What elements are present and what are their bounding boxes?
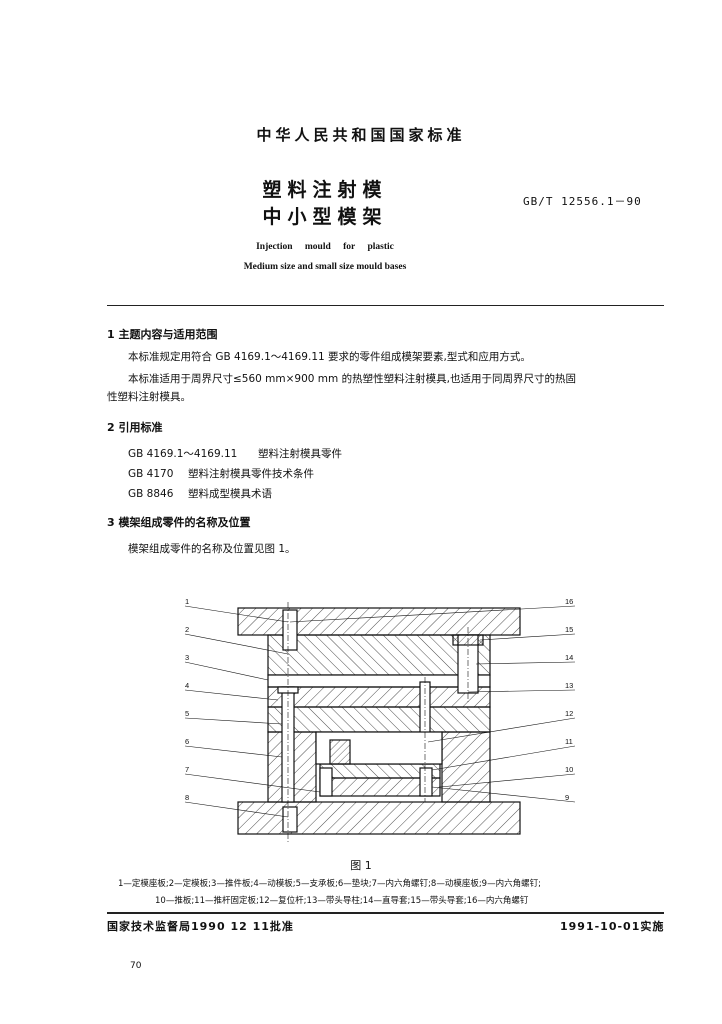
label-5: 5 [185, 709, 189, 718]
footer-rule [107, 912, 664, 914]
header-rule [107, 305, 664, 306]
reference-code: GB 8846 [128, 488, 174, 500]
section-1-paragraph-3: 性塑料注射模具。 [107, 391, 191, 403]
figure-legend-line-2: 10—推板;11—推杆固定板;12—复位杆;13—带头导柱;14—直导套;15—… [155, 896, 529, 906]
moving-clamp-plate [237, 801, 521, 835]
label-15: 15 [565, 625, 573, 634]
label-2: 2 [185, 625, 189, 634]
section-3-heading: 3 模架组成零件的名称及位置 [107, 516, 251, 529]
section-1-heading: 1 主题内容与适用范围 [107, 328, 218, 341]
label-8: 8 [185, 793, 189, 802]
figure-caption: 图 1 [350, 859, 372, 872]
figure-legend-line-1: 1—定模座板;2—定模板;3—推件板;4—动模板;5—支承板;6—垫块;7—内六… [118, 879, 541, 889]
english-title-line-1: Injection mould for plastic [256, 242, 394, 252]
socket-screw-bottom [282, 806, 298, 833]
reference-name: 塑料注射模具零件 [258, 448, 342, 460]
standard-code: GB/T 12556.1－90 [523, 195, 642, 208]
label-16: 16 [565, 597, 573, 606]
socket-screw-16 [282, 609, 298, 651]
page-number: 70 [130, 961, 142, 971]
socket-screw-9 [419, 767, 433, 797]
ejector-space-inner [329, 739, 351, 765]
label-3: 3 [185, 653, 189, 662]
label-10: 10 [565, 765, 573, 774]
section-2-heading: 2 引用标准 [107, 421, 163, 434]
label-13: 13 [565, 681, 573, 690]
label-6: 6 [185, 737, 189, 746]
section-1-paragraph-2: 本标准适用于周界尺寸≤560 mm×900 mm 的热塑性塑料注射模具,也适用于… [128, 373, 576, 385]
reference-code: GB 4170 [128, 468, 174, 480]
label-11: 11 [565, 737, 573, 746]
label-14: 14 [565, 653, 573, 662]
label-1: 1 [185, 597, 189, 606]
fixed-clamp-plate [237, 607, 521, 636]
socket-screw-7 [319, 767, 333, 797]
english-title-line-2: Medium size and small size mould bases [243, 262, 407, 272]
stripper-plate [267, 674, 491, 688]
approval-issuer: 国家技术监督局1990 12 11批准 [107, 920, 294, 933]
label-4: 4 [185, 681, 189, 690]
label-9: 9 [565, 793, 569, 802]
national-standard-heading: 中华人民共和国国家标准 [256, 126, 466, 144]
title-line-2: 中小型模架 [262, 206, 388, 228]
reference-code: GB 4169.1～4169.11 [128, 448, 238, 460]
section-1-paragraph-1: 本标准规定用符合 GB 4169.1～4169.11 要求的零件组成模架要素,型… [128, 351, 531, 363]
support-plate [267, 706, 491, 733]
label-7: 7 [185, 765, 189, 774]
label-12: 12 [565, 709, 573, 718]
section-3-paragraph-1: 模架组成零件的名称及位置见图 1。 [128, 543, 296, 555]
mould-base-drawing: 1 2 3 4 5 6 7 8 16 15 14 13 12 11 10 9 [184, 597, 576, 842]
moving-mould-plate [267, 686, 491, 708]
reference-name: 塑料成型模具术语 [188, 488, 272, 500]
title-line-1: 塑料注射模 [262, 179, 388, 201]
reference-name: 塑料注射模具零件技术条件 [188, 468, 314, 480]
effective-date: 1991-10-01实施 [560, 920, 665, 933]
